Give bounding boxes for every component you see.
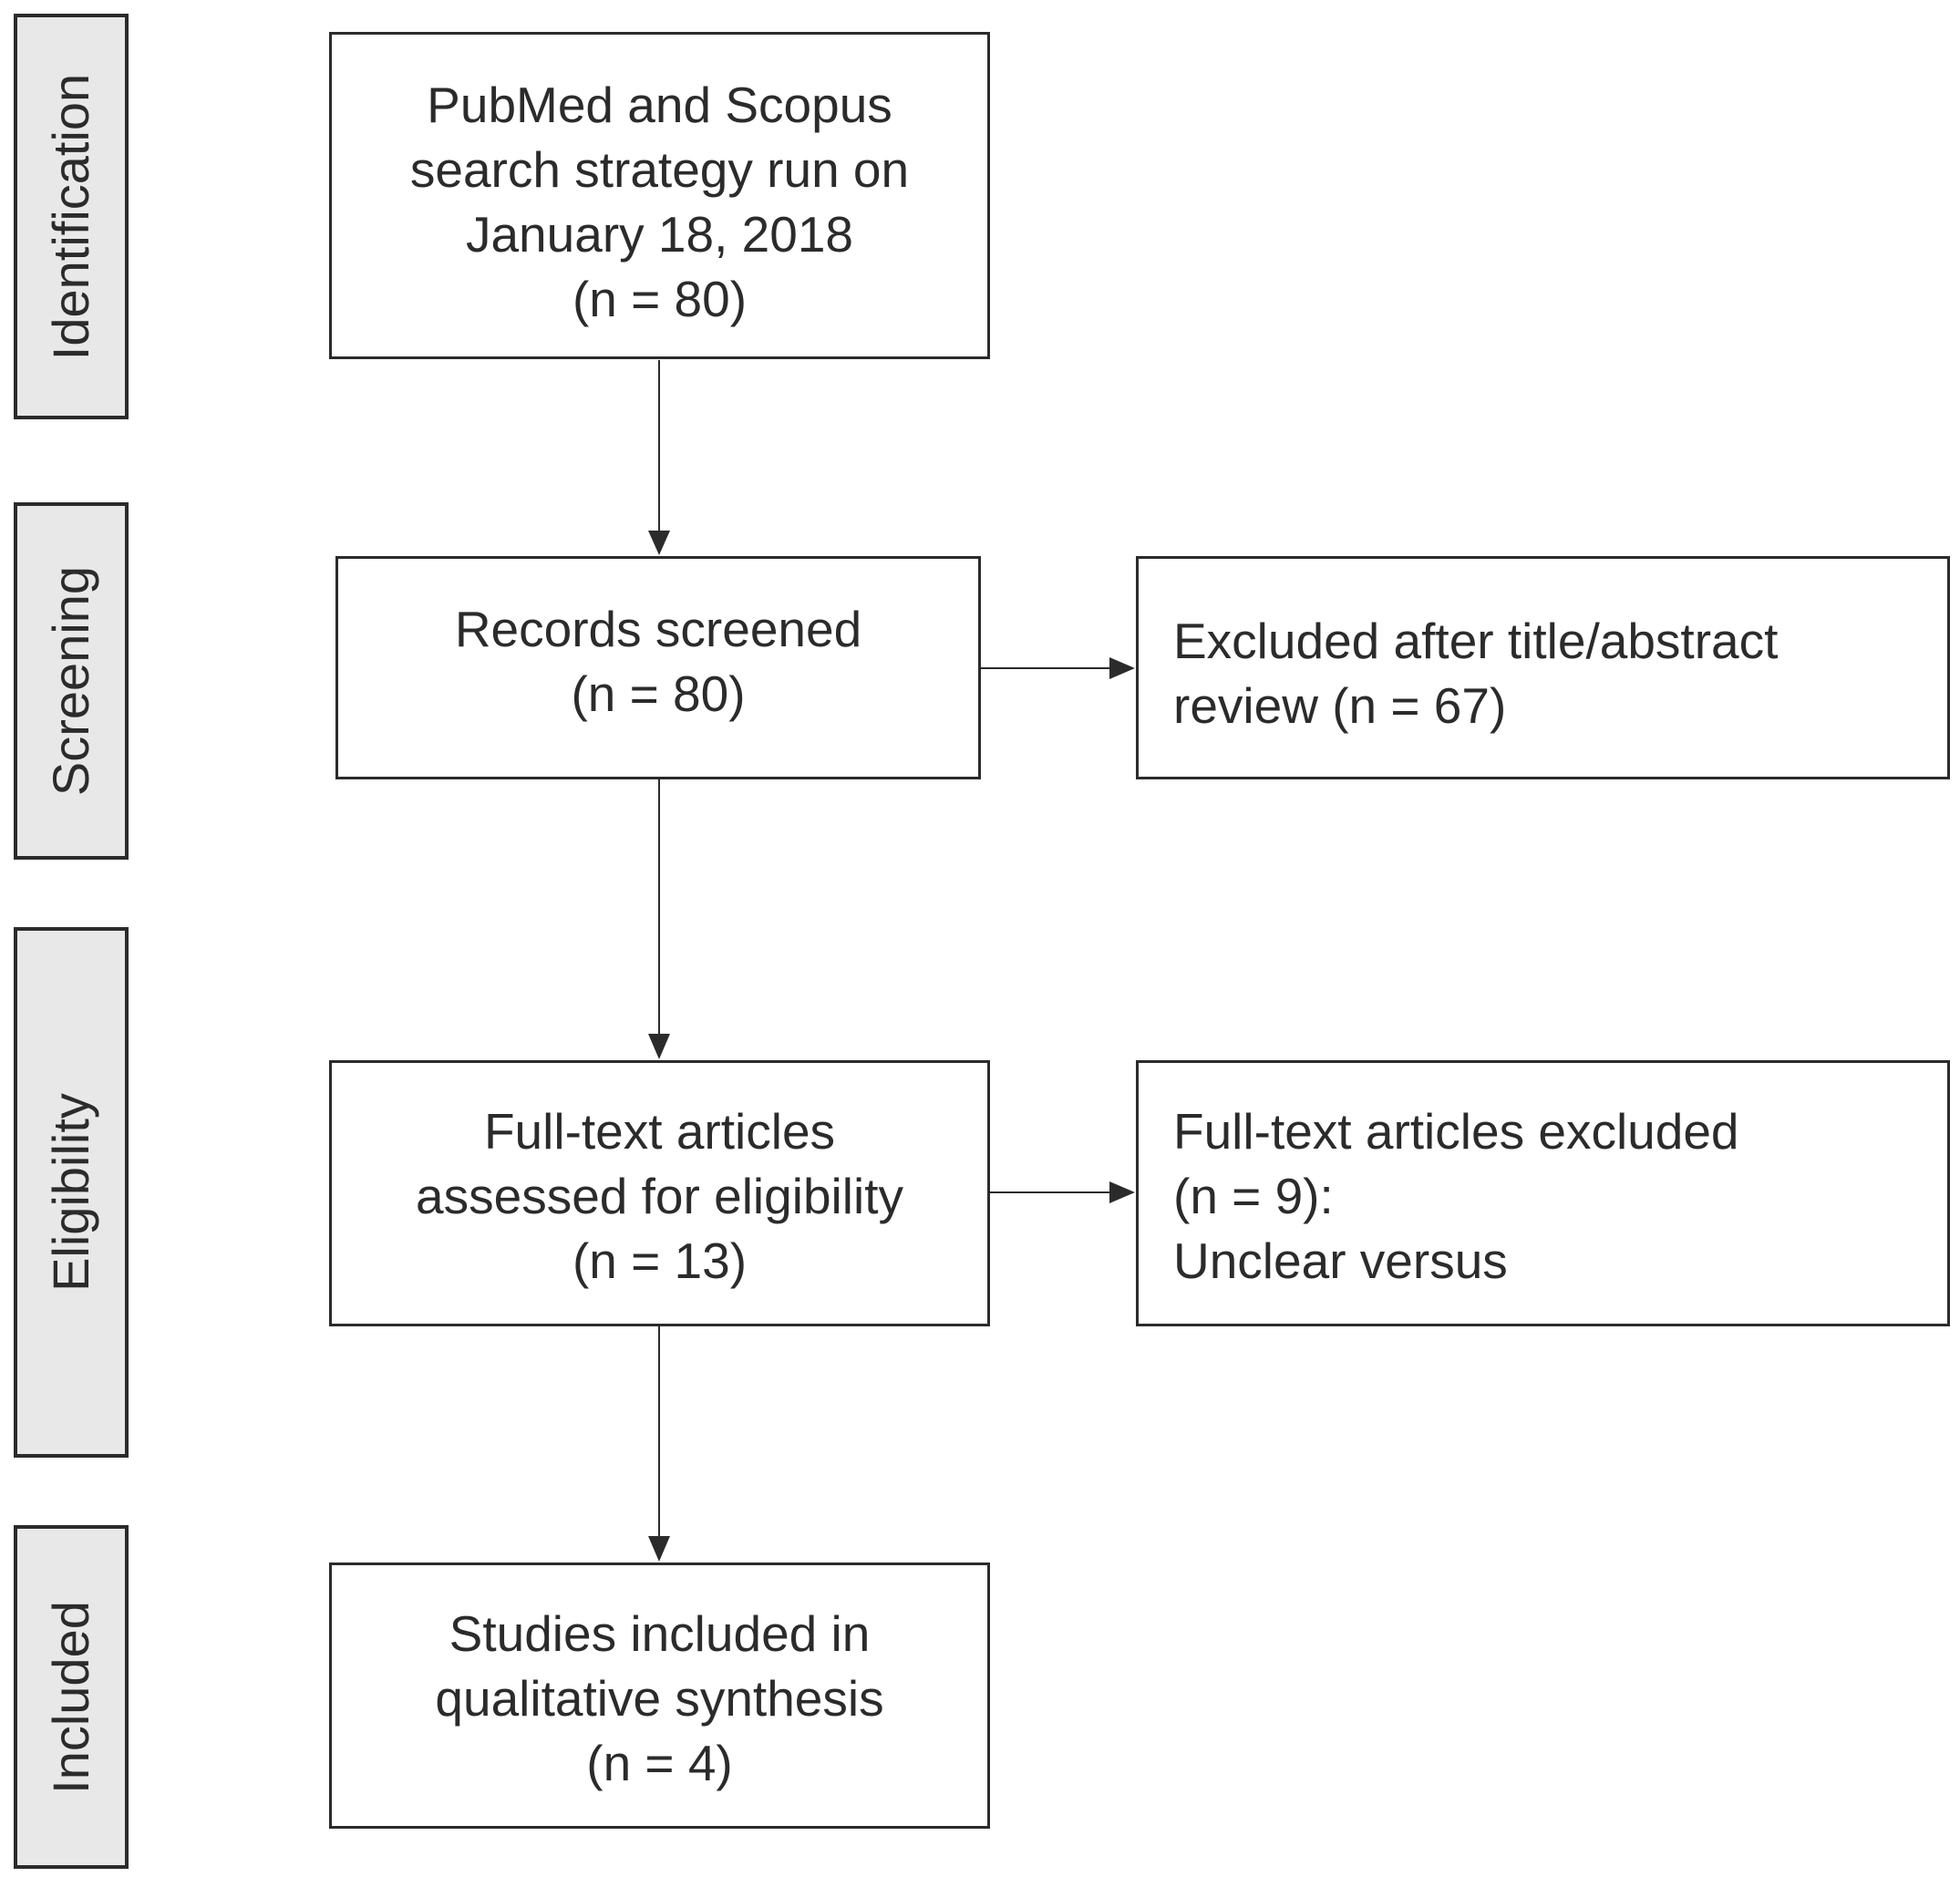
box-records-screened: Records screened (n = 80) [335, 556, 981, 779]
box-search-line-3: January 18, 2018 [465, 206, 854, 263]
phase-screening: Screening [14, 502, 129, 860]
box-search-strategy: PubMed and Scopus search strategy run on… [329, 32, 990, 359]
box-fulltext-excluded: Full-text articles excluded (n = 9): Unc… [1136, 1060, 1950, 1326]
arrow-screened-to-fulltext-head [648, 1034, 670, 1059]
box-fulltext-line-2: assessed for eligibility [416, 1168, 903, 1224]
box-screened-line-1: Records screened [454, 601, 862, 657]
arrow-fulltext-to-fulltext-excluded-head [1109, 1181, 1135, 1203]
box-fulltext-assessed: Full-text articles assessed for eligibil… [329, 1060, 990, 1326]
box-included-line-1: Studies included in [449, 1605, 871, 1662]
phase-identification: Identification [14, 14, 129, 419]
arrow-fulltext-to-included-head [648, 1536, 670, 1562]
box-excluded-title-line-1: Excluded after title/abstract [1173, 613, 1779, 669]
box-fulltext-line-1: Full-text articles [483, 1103, 836, 1160]
phase-eligibility: Eligibility [14, 927, 129, 1458]
box-included-line-2: qualitative synthesis [435, 1670, 884, 1727]
box-screened-line-2: (n = 80) [571, 665, 746, 722]
box-fulltext-line-3: (n = 13) [572, 1232, 748, 1289]
box-studies-included: Studies included in qualitative synthesi… [329, 1562, 990, 1829]
box-excluded-title-line-2: review (n = 67) [1173, 677, 1507, 734]
box-excluded-title-abstract: Excluded after title/abstract review (n … [1136, 556, 1950, 779]
box-fulltext-excluded-line-3: Unclear versus [1173, 1232, 1508, 1289]
arrow-search-to-screened-head [648, 531, 670, 555]
box-search-line-4: (n = 80) [572, 271, 748, 327]
box-included-line-3: (n = 4) [586, 1735, 733, 1791]
box-fulltext-excluded-line-2: (n = 9): [1173, 1168, 1334, 1224]
arrow-screened-to-excluded-head [1109, 657, 1135, 679]
box-search-line-1: PubMed and Scopus [427, 77, 892, 133]
box-fulltext-excluded-line-1: Full-text articles excluded [1173, 1103, 1739, 1160]
phase-included: Included [14, 1525, 129, 1869]
box-search-line-2: search strategy run on [409, 141, 910, 198]
